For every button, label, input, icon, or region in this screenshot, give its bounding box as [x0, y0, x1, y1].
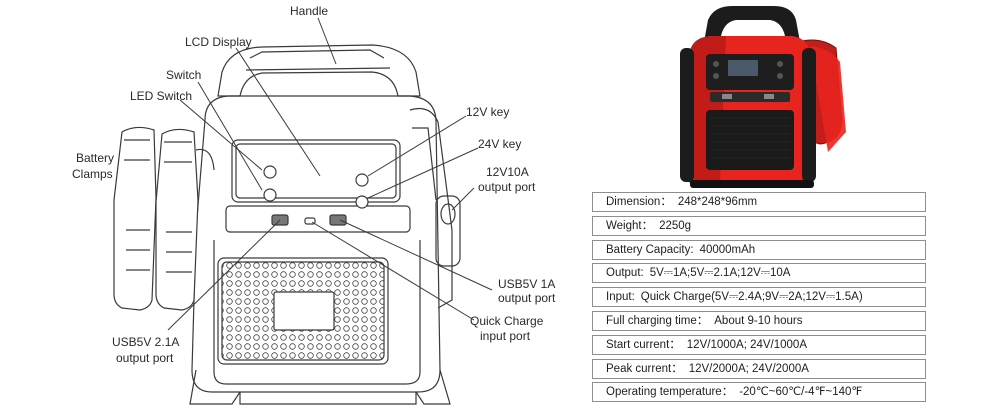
battery-clamps	[113, 126, 215, 311]
label-battery-clamps-line2: Clamps	[72, 167, 113, 181]
spec-row: Operating temperature： -20℃~60℃/-4℉~140℉	[592, 382, 926, 403]
key-24v-button	[355, 195, 369, 209]
product-photo	[680, 6, 846, 188]
key-12v-button	[355, 173, 369, 187]
label-quick-charge-line1: Quick Charge	[470, 314, 544, 328]
spec-label: Battery Capacity:	[606, 243, 694, 256]
spec-value: 12V/1000A; 24V/1000A	[686, 338, 807, 351]
spec-row: Weight： 2250g	[592, 215, 926, 236]
spec-label: Start current：	[606, 338, 681, 351]
spec-value: 2250g	[659, 219, 692, 232]
spec-label: Weight：	[606, 219, 654, 232]
spec-row: Battery Capacity: 40000mAh	[592, 239, 926, 260]
spec-label: Peak current：	[606, 362, 683, 375]
label-usb5v1a-line2: output port	[498, 291, 556, 305]
photo-grille	[706, 110, 794, 170]
spec-row: Dimension： 248*248*96mm	[592, 192, 926, 212]
label-usb5v1a-line1: USB5V 1A	[498, 277, 555, 291]
spec-value: -20℃~60℃/-4℉~140℉	[739, 386, 863, 399]
label-24v-key: 24V key	[478, 137, 521, 151]
label-switch: Switch	[166, 68, 201, 82]
spec-label: Dimension：	[606, 196, 672, 208]
label-usb5v21a-line2: output port	[116, 351, 174, 365]
spec-value: 12V/2000A; 24V/2000A	[688, 362, 809, 375]
spec-row: Start current： 12V/1000A; 24V/1000A	[592, 334, 926, 355]
spec-label: Output:	[606, 267, 644, 280]
label-battery-clamps-line1: Battery	[76, 151, 114, 165]
device-outline	[189, 44, 461, 405]
spec-label: Input:	[606, 291, 635, 304]
label-quick-charge-line2: input port	[480, 329, 531, 343]
label-led-switch: LED Switch	[130, 89, 192, 103]
label-12v-key: 12V key	[466, 105, 509, 119]
label-handle: Handle	[290, 4, 328, 18]
power-switch-button	[263, 188, 277, 202]
callout-lines	[167, 17, 493, 331]
usb-1a-port	[329, 214, 347, 226]
spec-row: Input: Quick Charge(5V⎓2.4A;9V⎓2A;12V⎓1.5…	[592, 287, 926, 308]
label-lcd-display: LCD Display	[185, 35, 252, 49]
grille-frame	[217, 257, 389, 365]
spec-label: Operating temperature：	[606, 386, 734, 399]
spec-row: Full charging time： About 9-10 hours	[592, 310, 926, 331]
label-12v10a-line2: output port	[478, 180, 536, 194]
panel-buttons	[263, 165, 369, 226]
spec-label: Full charging time：	[606, 314, 709, 327]
spec-row: Output: 5V⎓1A;5V⎓2.1A;12V⎓10A	[592, 263, 926, 284]
photo-handle	[704, 6, 800, 42]
label-usb5v21a-line1: USB5V 2.1A	[112, 335, 179, 349]
device-line-diagram: Handle LCD Display Switch LED Switch Bat…	[72, 4, 556, 405]
spec-row: Peak current： 12V/2000A; 24V/2000A	[592, 358, 926, 379]
spec-value: 40000mAh	[699, 243, 756, 256]
spec-value: 5V⎓1A;5V⎓2.1A;12V⎓10A	[649, 267, 791, 280]
led-switch-button	[263, 165, 277, 179]
spec-value: Quick Charge(5V⎓2.4A;9V⎓2A;12V⎓1.5A)	[640, 291, 863, 304]
photo-lcd	[728, 60, 758, 76]
label-12v10a-line1: 12V10A	[486, 165, 529, 179]
control-panel	[231, 139, 401, 203]
spec-value: 248*248*96mm	[677, 196, 758, 208]
spec-value: About 9-10 hours	[714, 314, 803, 327]
